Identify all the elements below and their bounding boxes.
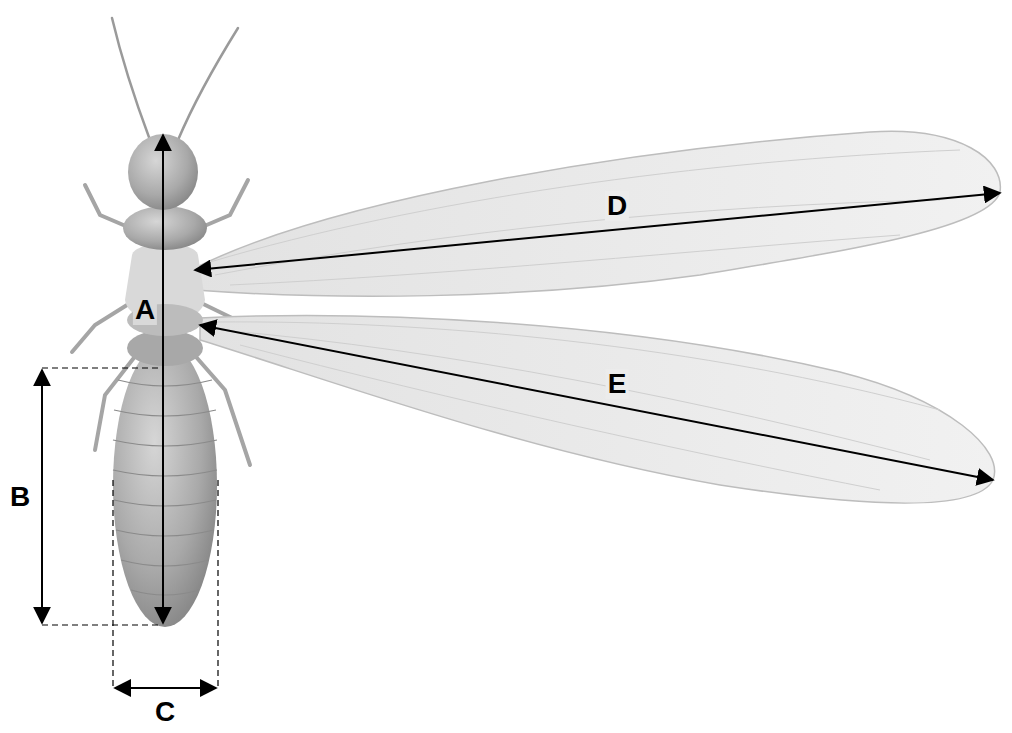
antenna (112, 18, 238, 140)
dimension-label: D (605, 191, 629, 221)
dimension-label: B (8, 482, 32, 512)
wing (195, 131, 1000, 503)
abdomen (113, 343, 217, 627)
thorax (123, 206, 207, 366)
dimension-label: A (133, 295, 157, 325)
dimension-label: C (153, 697, 177, 727)
dimension-label: E (606, 369, 629, 399)
extension-line (42, 368, 218, 688)
dimension-arrow (42, 135, 1000, 688)
